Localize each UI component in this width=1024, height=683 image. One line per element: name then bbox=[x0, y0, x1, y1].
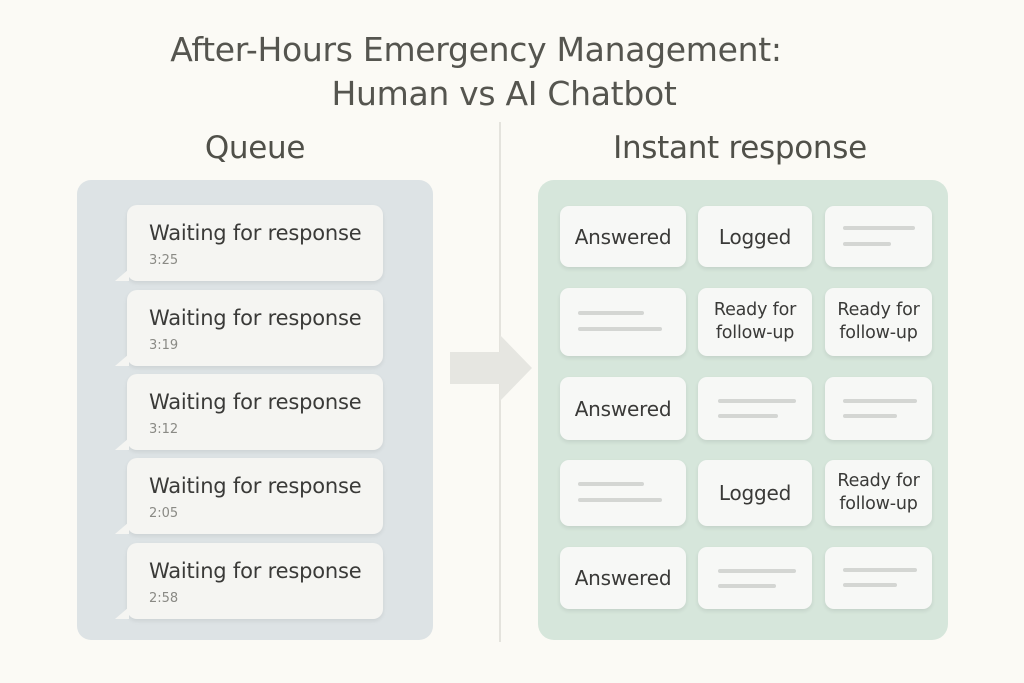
placeholder-card bbox=[825, 377, 932, 440]
bubble-tail bbox=[115, 438, 129, 450]
response-card: Logged bbox=[698, 206, 812, 267]
card-label: Ready for follow-up bbox=[837, 300, 920, 343]
response-card: Answered bbox=[560, 377, 686, 440]
bubble-tail bbox=[115, 269, 129, 281]
bubble-text: Waiting for response bbox=[149, 221, 362, 245]
placeholder-card bbox=[825, 547, 932, 609]
response-panel: Answered Logged Ready for follow-up Read… bbox=[538, 180, 948, 640]
text-placeholder-lines bbox=[560, 288, 686, 356]
response-card: Logged bbox=[698, 460, 812, 526]
bubble-text: Waiting for response bbox=[149, 474, 362, 498]
response-card: Answered bbox=[560, 547, 686, 609]
placeholder-card bbox=[825, 206, 932, 267]
title-line-1: After-Hours Emergency Management: bbox=[170, 30, 782, 69]
queue-heading: Queue bbox=[204, 130, 306, 166]
waiting-bubble: Waiting for response 2:05 bbox=[115, 458, 383, 534]
diagram-title: After-Hours Emergency Management: Human … bbox=[0, 28, 1024, 116]
waiting-bubble: Waiting for response 3:19 bbox=[115, 290, 383, 366]
bubble-tail bbox=[115, 522, 129, 534]
bubble-text: Waiting for response bbox=[149, 390, 362, 414]
bubble-tail bbox=[115, 607, 129, 619]
instant-response-heading: Instant response bbox=[613, 130, 867, 166]
bubble-time: 2:05 bbox=[149, 506, 179, 521]
bubble-time: 2:58 bbox=[149, 591, 179, 606]
card-label: Answered bbox=[574, 224, 672, 249]
arrow-right-icon bbox=[450, 335, 532, 401]
card-label: Logged bbox=[718, 481, 792, 505]
placeholder-card bbox=[560, 288, 686, 356]
waiting-bubble: Waiting for response 2:58 bbox=[115, 543, 383, 619]
waiting-bubble: Waiting for response 3:12 bbox=[115, 374, 383, 450]
title-line-2: Human vs AI Chatbot bbox=[331, 74, 677, 113]
card-label: Answered bbox=[574, 396, 672, 421]
text-placeholder-lines bbox=[698, 377, 812, 440]
bubble-time: 3:19 bbox=[149, 338, 179, 353]
text-placeholder-lines bbox=[825, 206, 932, 267]
bubble-time: 3:25 bbox=[149, 253, 179, 268]
card-label: Logged bbox=[718, 224, 792, 249]
text-placeholder-lines bbox=[560, 460, 686, 526]
card-label: Ready for follow-up bbox=[837, 471, 920, 514]
response-card: Ready for follow-up bbox=[825, 460, 932, 526]
placeholder-card bbox=[698, 377, 812, 440]
bubble-text: Waiting for response bbox=[149, 559, 362, 583]
text-placeholder-lines bbox=[825, 547, 932, 609]
card-label: Ready for follow-up bbox=[713, 300, 797, 343]
placeholder-card bbox=[698, 547, 812, 609]
queue-panel: Waiting for response 3:25 Waiting for re… bbox=[77, 180, 433, 640]
bubble-text: Waiting for response bbox=[149, 306, 362, 330]
text-placeholder-lines bbox=[698, 547, 812, 609]
response-card: Ready for follow-up bbox=[698, 288, 812, 356]
text-placeholder-lines bbox=[825, 377, 932, 440]
bubble-time: 3:12 bbox=[149, 422, 179, 437]
bubble-tail bbox=[115, 354, 129, 366]
placeholder-card bbox=[560, 460, 686, 526]
card-label: Answered bbox=[574, 566, 672, 590]
waiting-bubble: Waiting for response 3:25 bbox=[115, 205, 383, 281]
response-card: Answered bbox=[560, 206, 686, 267]
response-card: Ready for follow-up bbox=[825, 288, 932, 356]
